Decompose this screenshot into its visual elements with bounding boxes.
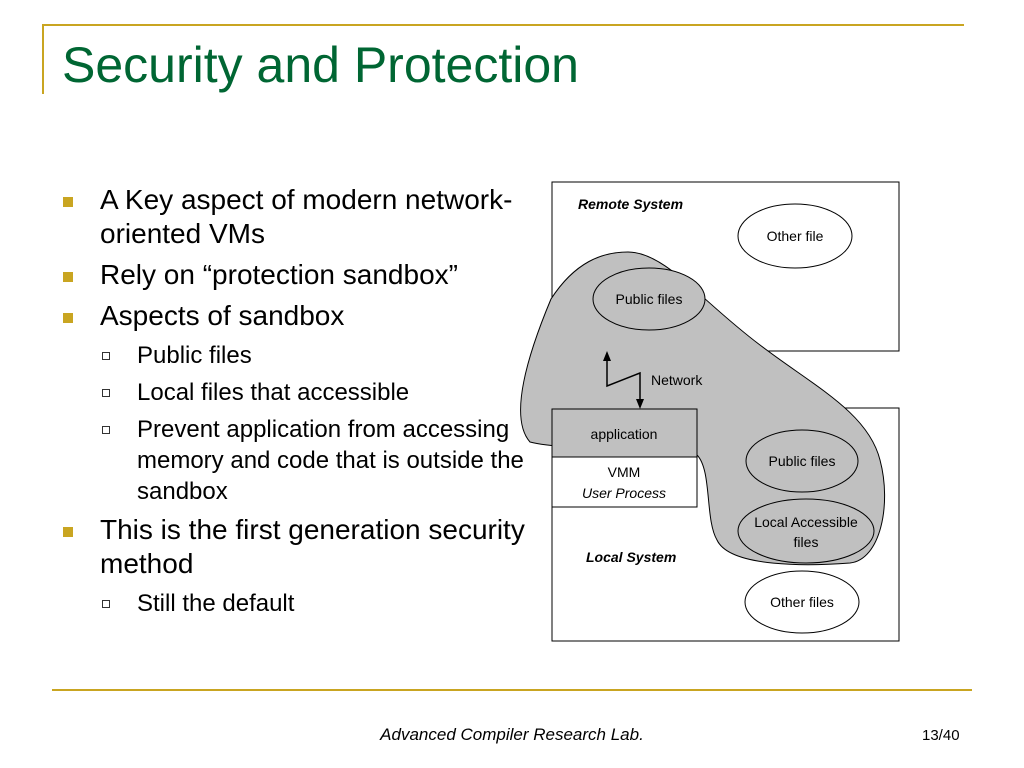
square-bullet-icon	[63, 313, 73, 323]
sub-bullet-text: Prevent application from accessing memor…	[137, 416, 524, 505]
hollow-square-bullet-icon	[102, 352, 110, 360]
local-other-files-label: Other files	[770, 594, 834, 610]
local-public-files-label: Public files	[769, 453, 836, 469]
user-process-label: User Process	[582, 485, 666, 501]
square-bullet-icon	[63, 197, 73, 207]
sub-bullet-text: Public files	[137, 342, 252, 369]
local-system-label: Local System	[586, 549, 676, 565]
remote-other-file-label: Other file	[767, 228, 824, 244]
hollow-square-bullet-icon	[102, 600, 110, 608]
local-other-files-ellipse	[744, 570, 860, 634]
sub-bullet-item: Still the default	[60, 588, 525, 619]
application-box	[551, 408, 698, 458]
sub-bullet-item: Public files	[60, 340, 525, 371]
footer-divider	[52, 689, 972, 691]
local-public-files-ellipse	[745, 429, 859, 493]
bullet-list: A Key aspect of modern network-oriented …	[60, 183, 525, 625]
sub-bullet-item: Local files that accessible	[60, 377, 525, 408]
local-accessible-files-label: files	[794, 534, 819, 550]
footer-lab-name: Advanced Compiler Research Lab.	[380, 725, 644, 744]
bullet-text: A Key aspect of modern network-oriented …	[100, 184, 513, 249]
left-border-line	[42, 24, 44, 94]
square-bullet-icon	[63, 527, 73, 537]
page-number: 13/40	[922, 727, 960, 744]
slide-title: Security and Protection	[62, 37, 579, 93]
application-label: application	[591, 426, 658, 442]
remote-other-file-ellipse	[737, 203, 853, 269]
network-label: Network	[651, 372, 703, 388]
bullet-item: Rely on “protection sandbox”	[60, 258, 525, 292]
bullet-text: Aspects of sandbox	[100, 300, 345, 331]
local-accessible-label: Local Accessible	[754, 514, 858, 530]
sub-bullet-text: Still the default	[137, 590, 295, 617]
remote-public-files-label: Public files	[616, 291, 683, 307]
top-border-line	[42, 24, 964, 26]
bullet-item: A Key aspect of modern network-oriented …	[60, 183, 525, 251]
network-arrow-icon	[603, 351, 644, 409]
bullet-text: Rely on “protection sandbox”	[100, 259, 458, 290]
hollow-square-bullet-icon	[102, 426, 110, 434]
local-accessible-files-ellipse	[737, 498, 875, 564]
bullet-text: This is the first generation security me…	[100, 514, 525, 579]
hollow-square-bullet-icon	[102, 389, 110, 397]
sub-bullet-item: Prevent application from accessing memor…	[60, 414, 525, 507]
remote-system-label: Remote System	[578, 196, 683, 212]
sub-bullet-text: Local files that accessible	[137, 379, 410, 406]
remote-public-files-ellipse	[592, 267, 706, 331]
bullet-item: Aspects of sandbox	[60, 299, 525, 333]
square-bullet-icon	[63, 272, 73, 282]
vmm-box	[551, 456, 698, 508]
bullet-item: This is the first generation security me…	[60, 513, 525, 581]
vmm-label: VMM	[608, 464, 641, 480]
